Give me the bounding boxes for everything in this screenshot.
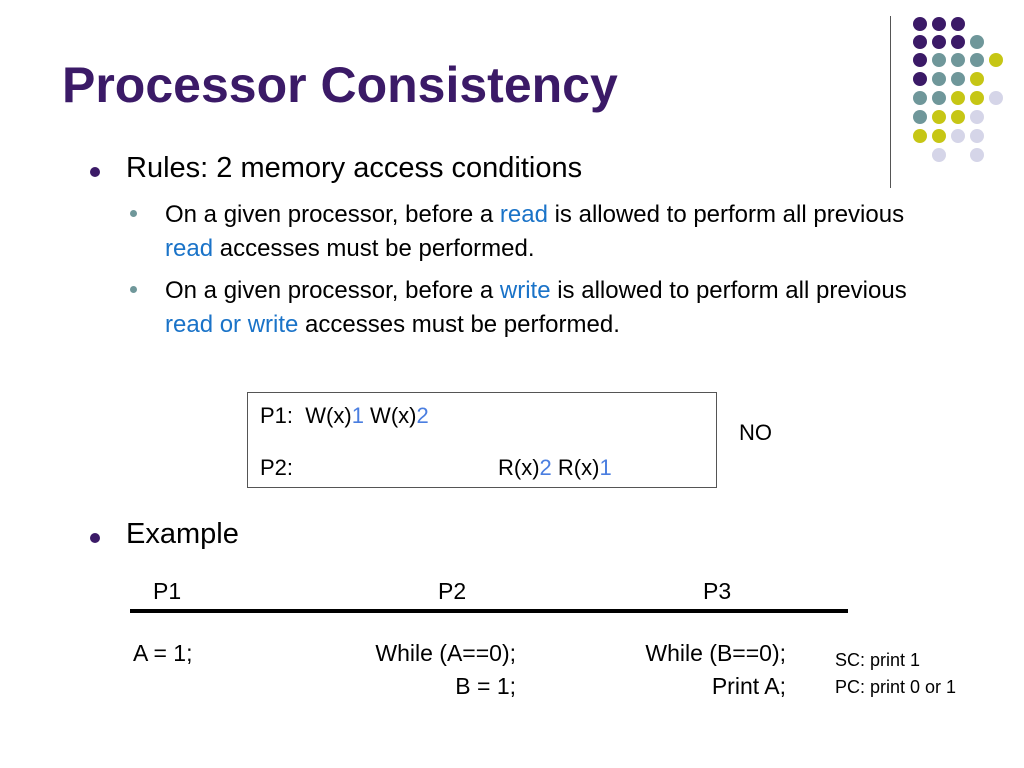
outcome-note-sc: SC: print 1 [835,650,921,670]
sub-bullet-marker [130,286,137,293]
trace-op: R(x) [551,455,600,480]
decor-dot [932,148,946,162]
decor-dot [913,110,927,124]
decor-dot [951,17,965,31]
bullet-marker [90,533,100,543]
rule-write-condition: On a given processor, before a write is … [165,274,945,342]
decor-dot [970,35,984,49]
trace-op: W(x) [363,403,417,428]
decor-dot [970,53,984,67]
column-header-p1: P1 [153,578,182,604]
trace-value: 2 [539,455,552,480]
decor-dot [951,72,965,86]
rules-heading: Rules: 2 memory access conditions [126,152,583,184]
column-header-p3: P3 [703,578,732,604]
rule-text: is allowed to perform all previous [550,277,907,304]
decor-dot [951,110,965,124]
decor-dot [913,72,927,86]
keyword-read: read [165,235,214,262]
column-header-p2: P2 [438,578,467,604]
trace-verdict: NO [739,420,772,445]
trace-op: W(x) [305,403,352,428]
trace-p1-label: P1: [260,403,294,428]
trace-p2-label: P2: [260,455,294,480]
decor-dot [913,17,927,31]
decor-dot [932,110,946,124]
decor-dot [970,91,984,105]
keyword-read-or-write: read or write [165,311,299,338]
decorative-divider [890,16,891,188]
keyword-read: read [499,201,548,228]
bullet-marker [90,167,100,177]
trace-op: R(x) [498,455,540,480]
p2-code-line: B = 1; [455,673,516,699]
decor-dot [989,53,1003,67]
sub-bullet-marker [130,210,137,217]
decor-dot [989,91,1003,105]
decor-dot [932,129,946,143]
rule-read-condition: On a given processor, before a read is a… [165,198,945,266]
outcome-note-pc: PC: print 0 or 1 [835,677,957,697]
slide-title: Processor Consistency [62,57,618,113]
example-heading: Example [126,518,239,550]
trace-value: 1 [599,455,612,480]
rule-text: accesses must be performed. [298,311,620,338]
rule-text: is allowed to perform all previous [547,201,905,228]
execution-trace-box: P1: W(x)1 W(x)2 P2: R(x)2 R(x)1 [247,392,717,488]
decor-dot [970,72,984,86]
decor-dot [951,53,965,67]
p1-code: A = 1; [133,640,193,666]
decor-dot [970,129,984,143]
decor-dot [951,35,965,49]
rule-text: accesses must be performed. [213,235,535,262]
decor-dot [913,35,927,49]
decor-dot [932,91,946,105]
decor-dot [970,148,984,162]
decor-dot [932,72,946,86]
trace-value: 1 [351,403,364,428]
decor-dot [932,17,946,31]
decor-dot [913,53,927,67]
rule-text: On a given processor, before a [165,277,500,304]
rule-text: On a given processor, before a [165,201,500,228]
trace-p2-ops: R(x)2 R(x)1 [498,455,612,481]
p3-code-line: While (B==0); [645,640,786,666]
keyword-write: write [499,277,551,304]
decor-dot [932,53,946,67]
p2-code-line: While (A==0); [375,640,516,666]
decor-dot [951,129,965,143]
trace-p1-line: P1: W(x)1 W(x)2 [260,403,429,429]
decor-dot [913,129,927,143]
trace-value: 2 [416,403,429,428]
header-rule [130,609,848,613]
decor-dot [932,35,946,49]
decor-dot [913,91,927,105]
p3-code-line: Print A; [711,673,786,699]
decor-dot [951,91,965,105]
decor-dot [970,110,984,124]
